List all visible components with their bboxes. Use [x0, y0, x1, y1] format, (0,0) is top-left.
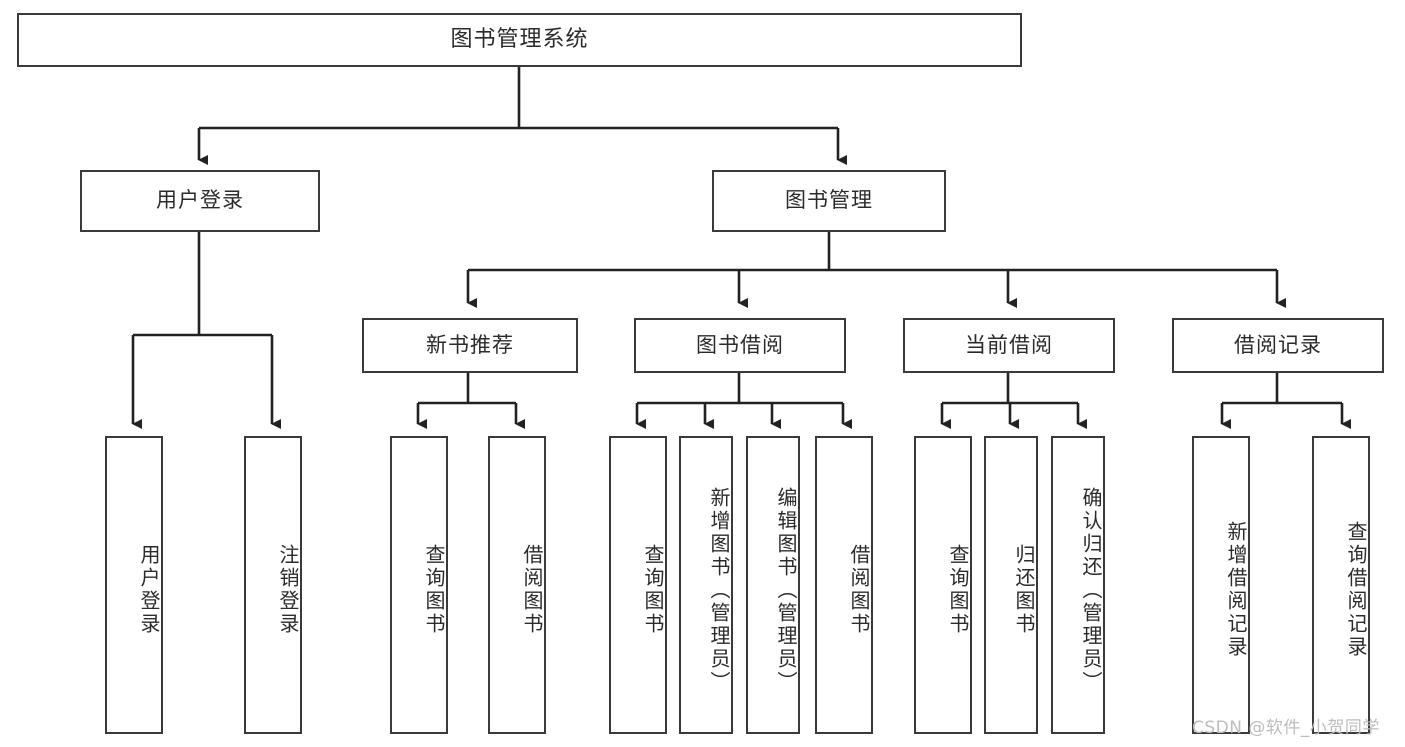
node-label: 查询图书: [641, 544, 665, 636]
node-label: 注销登录: [276, 544, 300, 636]
leaf-book-borrow-query[interactable]: 查询图书: [609, 436, 667, 734]
leaf-user-login-logout[interactable]: 注销登录: [244, 436, 302, 734]
node-label: 归还图书: [1012, 544, 1036, 636]
node-label: 查询图书: [946, 544, 970, 636]
node-label: 编辑图书（管理员）: [774, 486, 798, 694]
leaf-new-book-borrow[interactable]: 借阅图书: [488, 436, 546, 734]
node-label: 新书推荐: [426, 332, 514, 357]
leaf-user-login-login[interactable]: 用户登录: [105, 436, 163, 734]
leaf-book-borrow-borrow[interactable]: 借阅图书: [815, 436, 873, 734]
node-label: 借阅记录: [1234, 332, 1322, 357]
leaf-current-borrow-confirm-return-admin[interactable]: 确认归还（管理员）: [1051, 436, 1105, 734]
node-label: 图书管理: [785, 188, 873, 213]
leaf-borrow-record-add[interactable]: 新增借阅记录: [1192, 436, 1250, 734]
node-label: 确认归还（管理员）: [1079, 486, 1103, 694]
node-label: 查询借阅记录: [1344, 521, 1368, 659]
node-label: 新增借阅记录: [1224, 521, 1248, 659]
node-label: 用户登录: [156, 188, 244, 213]
leaf-borrow-record-query[interactable]: 查询借阅记录: [1312, 436, 1370, 734]
leaf-book-borrow-add-admin[interactable]: 新增图书（管理员）: [679, 436, 733, 734]
node-user-login[interactable]: 用户登录: [80, 170, 320, 232]
node-label: 图书管理系统: [450, 26, 589, 52]
leaf-new-book-query[interactable]: 查询图书: [390, 436, 448, 734]
node-label: 借阅图书: [847, 544, 871, 636]
node-label: 查询图书: [422, 544, 446, 636]
leaf-current-borrow-return[interactable]: 归还图书: [984, 436, 1038, 734]
node-book-borrow[interactable]: 图书借阅: [634, 318, 846, 373]
node-current-borrow[interactable]: 当前借阅: [903, 318, 1115, 373]
leaf-book-borrow-edit-admin[interactable]: 编辑图书（管理员）: [746, 436, 800, 734]
node-borrow-record[interactable]: 借阅记录: [1172, 318, 1384, 373]
leaf-current-borrow-query[interactable]: 查询图书: [914, 436, 972, 734]
node-root-library-system[interactable]: 图书管理系统: [17, 13, 1022, 67]
node-label: 用户登录: [137, 544, 161, 636]
node-label: 新增图书（管理员）: [707, 486, 731, 694]
node-label: 图书借阅: [696, 332, 784, 357]
node-label: 借阅图书: [520, 544, 544, 636]
node-label: 当前借阅: [965, 332, 1053, 357]
node-book-management[interactable]: 图书管理: [712, 170, 946, 232]
node-new-book-recommend[interactable]: 新书推荐: [362, 318, 578, 373]
